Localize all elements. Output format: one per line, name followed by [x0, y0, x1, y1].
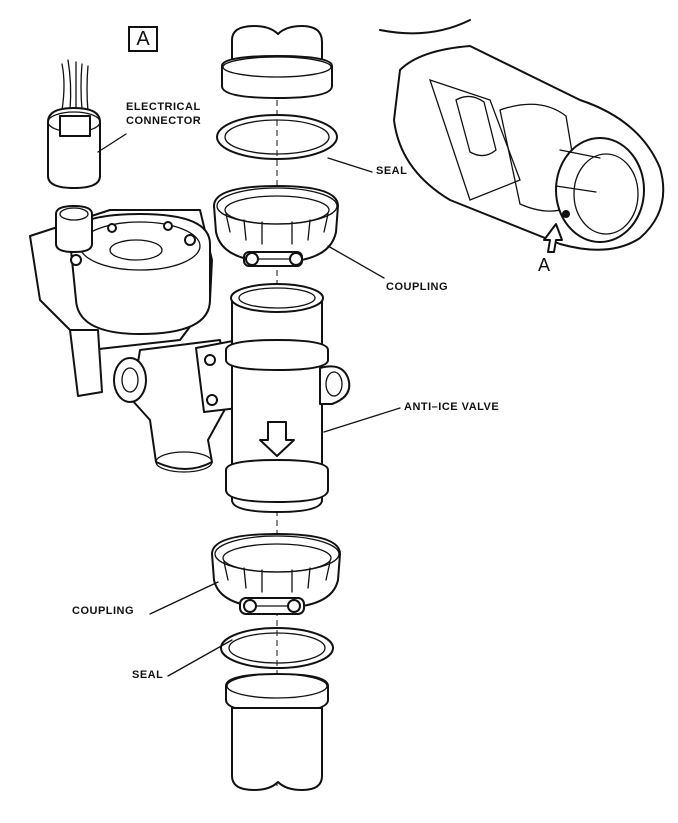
- callout-coupling-bottom: COUPLING: [72, 605, 135, 617]
- callout-electrical-line1: ELECTRICAL: [126, 101, 201, 113]
- top-coupling: [213, 185, 339, 267]
- leader-coupling-bottom: [149, 581, 219, 615]
- top-seal: [216, 114, 338, 160]
- view-label-box: A: [128, 26, 158, 52]
- engine-inset: [379, 19, 665, 253]
- callout-seal-top: SEAL: [376, 165, 408, 177]
- leader-anti-ice-valve: [323, 407, 401, 433]
- leader-electrical-connector: [97, 133, 127, 153]
- electrical-connector: [47, 59, 101, 189]
- callout-electrical-line2: CONNECTOR: [126, 115, 202, 127]
- leader-seal-top: [327, 157, 373, 173]
- bottom-seal: [220, 627, 334, 669]
- leader-seal-bottom: [167, 639, 233, 677]
- callout-seal-bottom: SEAL: [132, 669, 164, 681]
- bottom-coupling: [211, 533, 341, 615]
- inset-view-label: A: [538, 255, 551, 275]
- leader-coupling-top: [327, 245, 385, 279]
- callout-electrical-connector: ELECTRICAL CONNECTOR: [126, 100, 201, 128]
- callout-coupling-top: COUPLING: [386, 281, 449, 293]
- leader-lines: [97, 133, 401, 677]
- callout-anti-ice-valve: ANTI–ICE VALVE: [404, 401, 500, 413]
- anti-ice-valve-body: [29, 205, 351, 513]
- bottom-duct: [225, 673, 329, 791]
- top-duct: [221, 25, 333, 99]
